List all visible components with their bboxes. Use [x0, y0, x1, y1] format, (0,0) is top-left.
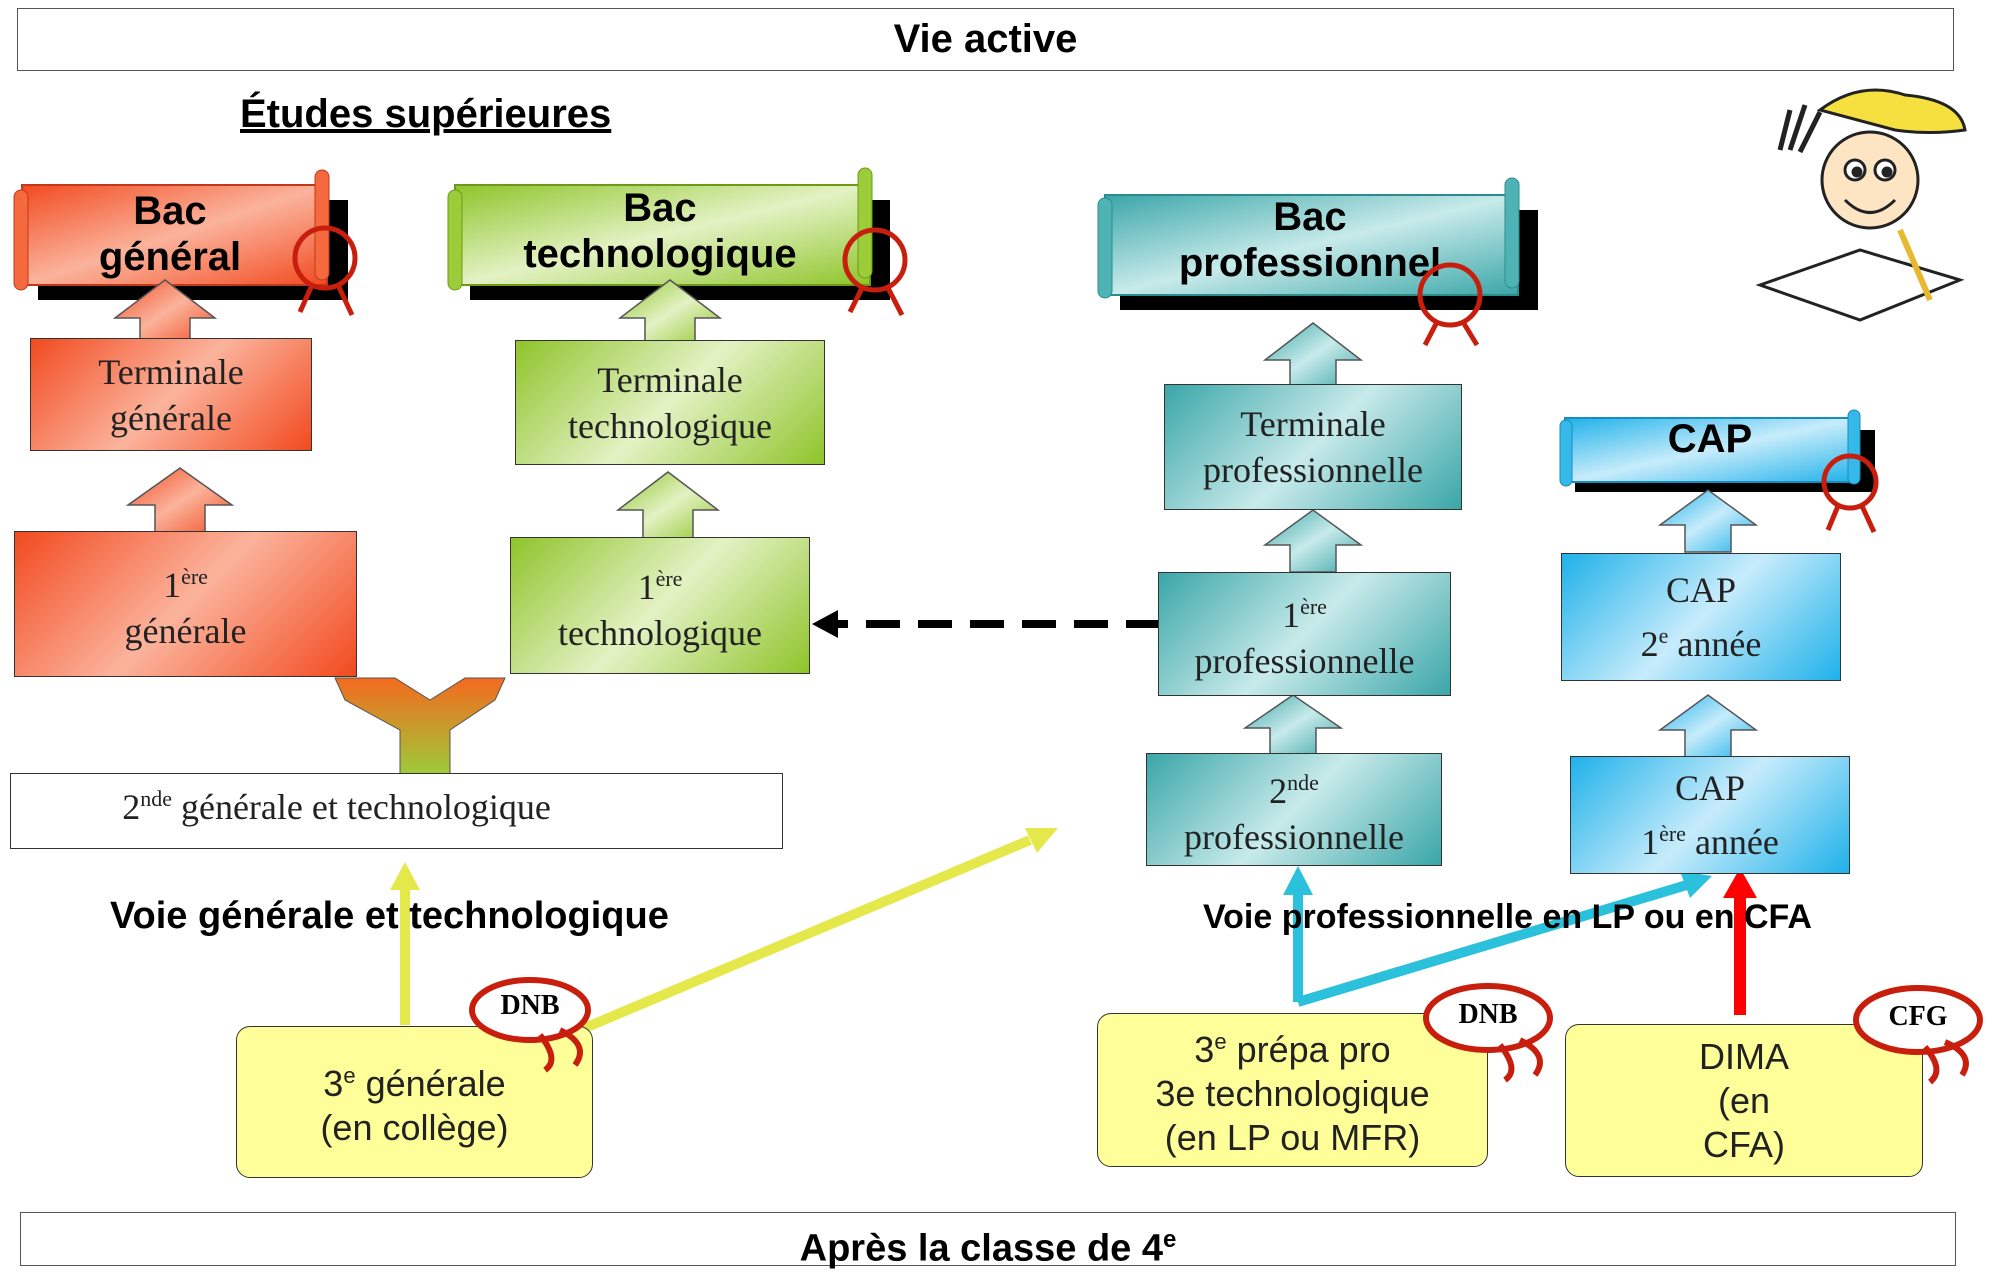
bac-techno-scroll [447, 167, 890, 300]
premiere-technologique-box: 1ère technologique [510, 537, 810, 674]
etudes-superieures-heading: Études supérieures [240, 92, 612, 136]
red-arrow [1723, 868, 1757, 1015]
dnb-seal-label-2: DNB [1458, 999, 1518, 1030]
premiere-pro-box: 1ère professionnelle [1158, 572, 1451, 696]
vie-active-bar: Vie active [17, 8, 1954, 71]
yellow-arrows [390, 828, 1058, 1035]
terminale-technologique-box: Terminale technologique [515, 340, 825, 465]
cfg-seal-label: CFG [1888, 1001, 1948, 1032]
fork-arrow [334, 677, 506, 776]
dashed-arrow [812, 610, 1160, 638]
voie-gt-heading: Voie générale et technologique [110, 895, 669, 937]
apres-4e-bar: Après la classe de 4e [20, 1212, 1956, 1270]
dnb-seal-label-1: DNB [500, 990, 560, 1021]
cap-1ere-annee-box: CAP 1ère année [1570, 756, 1850, 874]
seconde-gt-box: 2nde générale et technologique [10, 773, 783, 849]
vie-active-label: Vie active [893, 17, 1078, 61]
cyan-arrows [1283, 866, 1712, 1007]
seconde-pro-box: 2nde professionnelle [1146, 753, 1442, 866]
bac-general-title: Bac général [98, 189, 242, 279]
terminale-generale-box: Terminale générale [30, 338, 312, 451]
cap-scroll [1559, 409, 1875, 492]
up-arrows [112, 279, 1759, 759]
cap-2e-annee-box: CAP 2e année [1561, 553, 1841, 681]
terminale-pro-box: Terminale professionnelle [1164, 384, 1462, 510]
bac-pro-title: Bac professionnel [1178, 195, 1442, 285]
troisieme-prepa-pro-box: 3e prépa pro 3e technologique (en LP ou … [1097, 1013, 1488, 1167]
voie-pro-heading: Voie professionnelle en LP ou en CFA [1203, 898, 1812, 936]
bac-pro-scroll [1097, 177, 1538, 310]
dima-box: DIMA (en CFA) [1565, 1024, 1923, 1177]
premiere-generale-box: 1ère générale [14, 531, 357, 677]
bac-techno-title: Bac technologique [523, 186, 797, 276]
cap-title: CAP [1667, 417, 1753, 461]
troisieme-generale-box: 3e générale (en collège) [236, 1026, 593, 1178]
